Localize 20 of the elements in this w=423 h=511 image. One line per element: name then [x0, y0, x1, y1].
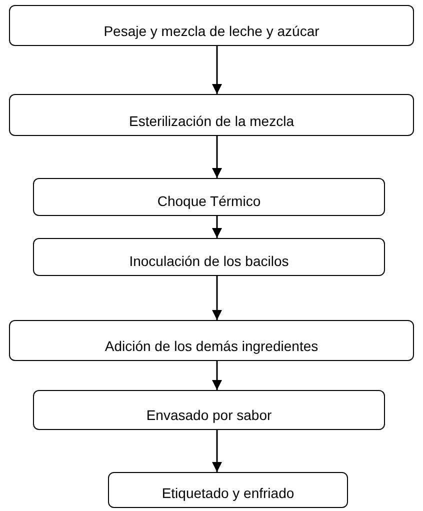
arrow [212, 276, 222, 320]
arrow [212, 361, 222, 390]
arrow [212, 216, 222, 238]
step-label: Esterilización de la mezcla [129, 113, 294, 129]
arrow [212, 46, 222, 94]
process-box [33, 178, 385, 216]
process-box [9, 320, 414, 361]
step-label: Etiquetado y enfriado [162, 485, 294, 501]
step-label: Inoculación de los bacilos [129, 253, 289, 269]
process-box [108, 472, 348, 508]
process-box [33, 390, 385, 430]
arrow [212, 430, 222, 472]
step-label: Pesaje y mezcla de leche y azúcar [104, 23, 320, 39]
process-box [9, 94, 414, 136]
step-label: Adición de los demás ingredientes [104, 338, 318, 354]
process-box [33, 238, 385, 276]
step-label: Envasado por sabor [146, 407, 272, 423]
step-label: Choque Térmico [157, 193, 261, 209]
process-box [9, 5, 414, 46]
arrow [212, 136, 222, 178]
